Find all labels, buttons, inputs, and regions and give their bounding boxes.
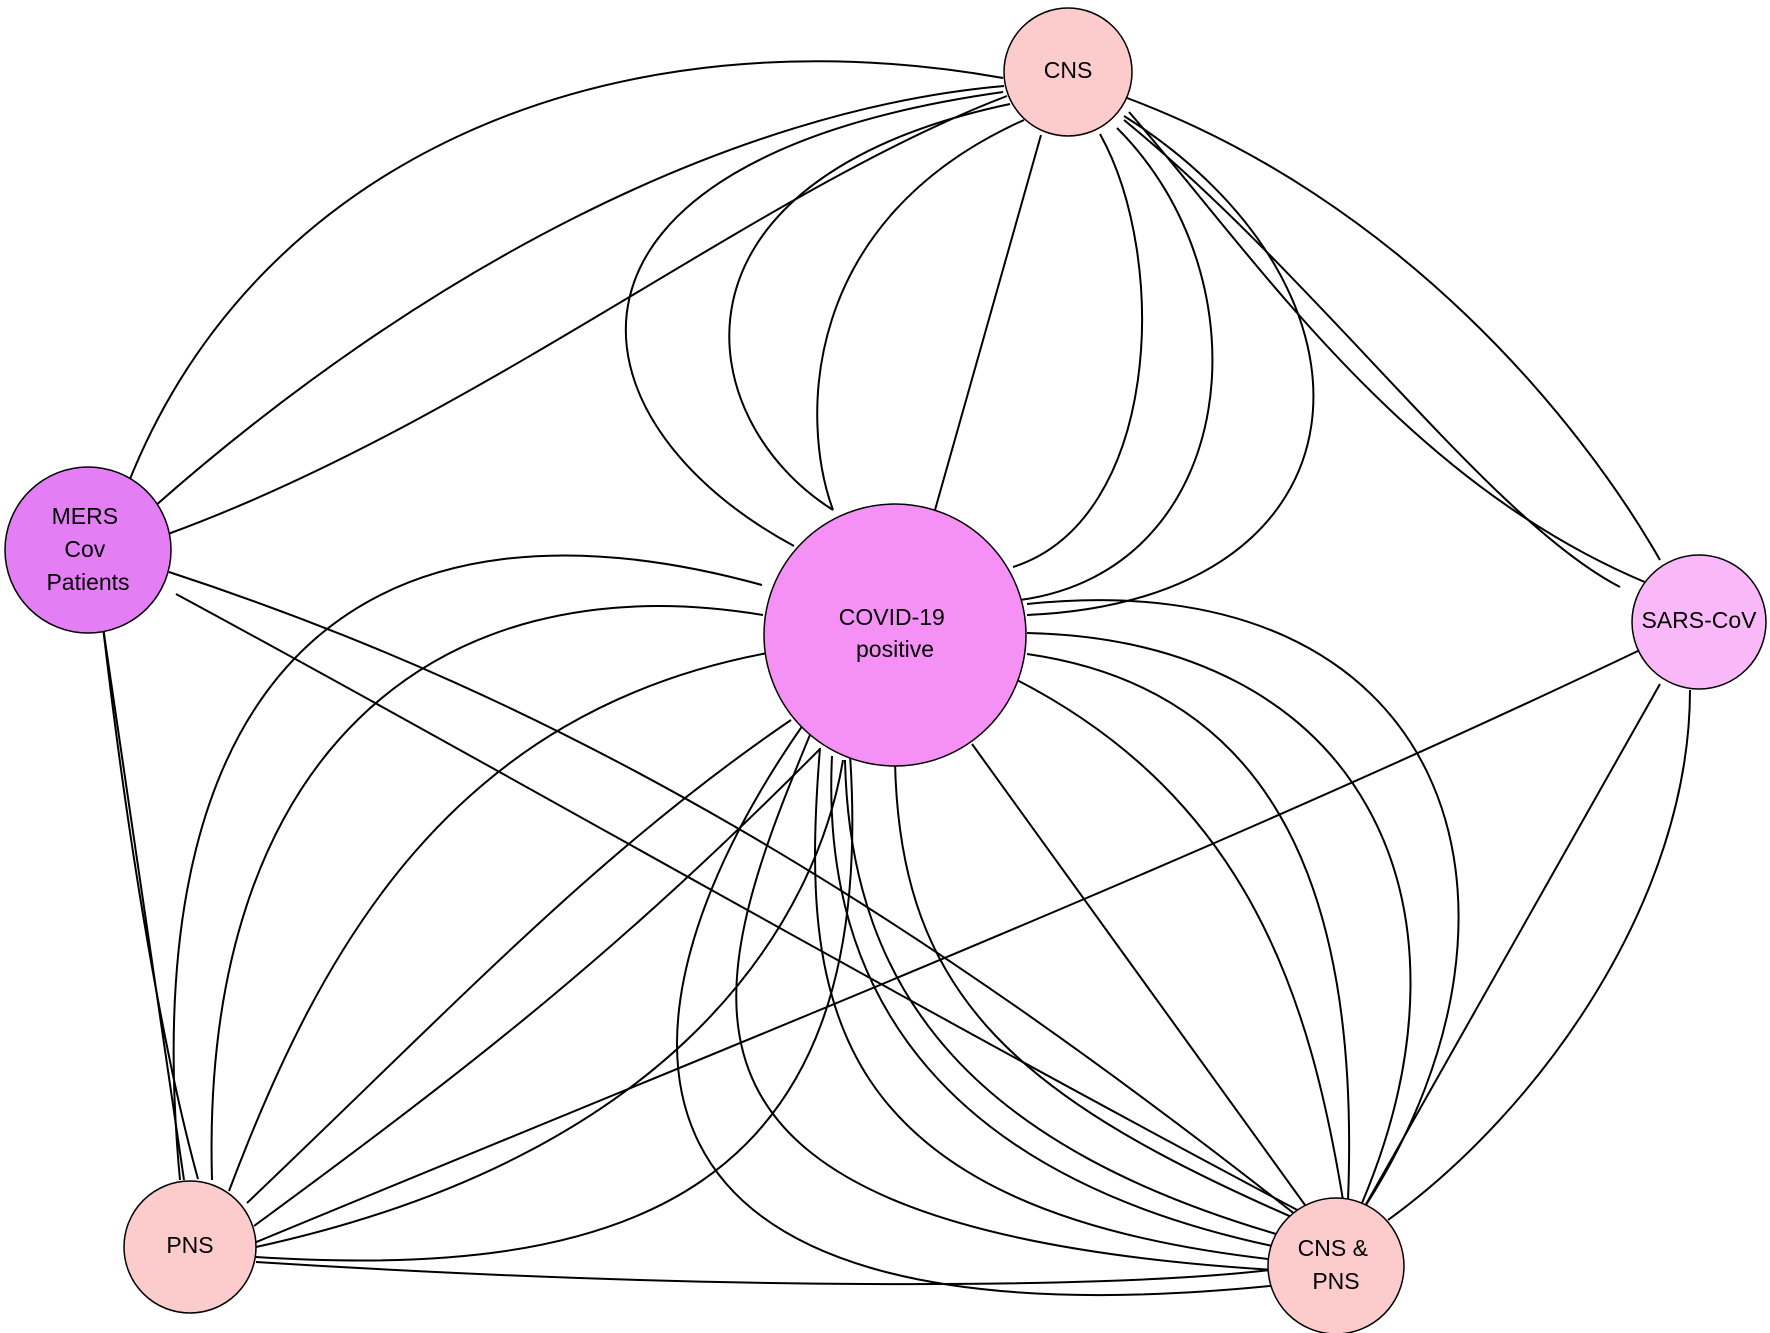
node-mers: MERS Cov Patients	[4, 466, 172, 634]
edge-cns-sars	[1126, 97, 1661, 561]
edge-cns-covid	[1026, 115, 1315, 616]
edge-cns-mers	[127, 60, 1004, 485]
node-mers-circle	[4, 466, 172, 634]
edge-covid-cnspns	[814, 747, 1278, 1261]
edge-cns-covid	[1019, 127, 1214, 601]
node-sars-label: SARS-CoV	[1641, 607, 1757, 633]
edge-cns-mers	[145, 85, 1005, 515]
node-cns-circle	[1003, 7, 1133, 137]
edge-cns-sars	[1123, 119, 1621, 588]
edge-pns-covid	[255, 759, 844, 1248]
edge-pns-cnspns	[255, 1261, 1271, 1286]
edge-covid-cnspns	[830, 755, 1283, 1249]
node-covid: COVID-19 positive	[763, 503, 1027, 767]
edge-covid-cnspns	[1026, 632, 1412, 1204]
node-pns: PNS	[123, 1180, 257, 1314]
edge-covid-pns	[253, 748, 821, 1227]
edge-sars-cnspns	[1364, 683, 1661, 1207]
node-cnspns-circle	[1267, 1197, 1405, 1333]
edge-sars-cnspns	[1387, 689, 1691, 1221]
edge-cns-covid	[1012, 133, 1143, 568]
edge-mers-pns	[102, 626, 199, 1180]
node-sars: SARS-CoV	[1631, 554, 1767, 690]
edge-pns-covid	[255, 754, 854, 1262]
edge-covid-cnspns	[844, 759, 1291, 1239]
edge-covid-pns	[246, 719, 792, 1204]
edge-covid-cnspns	[894, 761, 1311, 1226]
edge-pns-sars	[253, 649, 1641, 1244]
edge-cns-mers	[167, 95, 1008, 535]
node-covid-circle	[763, 503, 1027, 767]
edge-covid-pns	[228, 651, 774, 1192]
node-cnspns: CNS & PNS	[1267, 1197, 1405, 1333]
node-sars-circle	[1631, 554, 1767, 690]
edge-cns-covid	[728, 103, 1011, 511]
edge-cns-cnspns	[1128, 111, 1648, 584]
edge-mers-cnspns	[168, 571, 1326, 1239]
edge-covid-cnspns	[1026, 599, 1460, 1206]
edge-cns-covid	[934, 134, 1042, 511]
nodes: CNS MERS Cov Patients COVID-19 positive …	[4, 7, 1767, 1333]
node-pns-circle	[123, 1180, 257, 1314]
edge-mers-pns	[102, 626, 185, 1181]
edge-covid-cnspns	[735, 729, 1276, 1271]
edge-cns-covid	[816, 119, 1025, 511]
edge-cns-covid	[624, 91, 1004, 547]
edge-covid-cnspns	[1026, 653, 1351, 1201]
edge-covid-pns	[172, 554, 763, 1181]
node-pns-label: PNS	[166, 1232, 213, 1258]
edges	[102, 60, 1691, 1296]
node-cns-label: CNS	[1044, 57, 1093, 83]
node-cnspns-label: CNS & PNS	[1298, 1235, 1375, 1294]
node-covid-label: COVID-19 positive	[839, 604, 951, 662]
edge-covid-pns	[210, 605, 764, 1181]
node-cns: CNS	[1003, 7, 1133, 137]
edge-covid-cnspns	[971, 743, 1306, 1206]
edge-covid-cnspns	[1016, 679, 1344, 1201]
node-mers-label: MERS Cov Patients	[46, 503, 129, 595]
edge-covid-cnspns	[676, 721, 1281, 1296]
edge-mers-cnspns	[175, 593, 1321, 1223]
